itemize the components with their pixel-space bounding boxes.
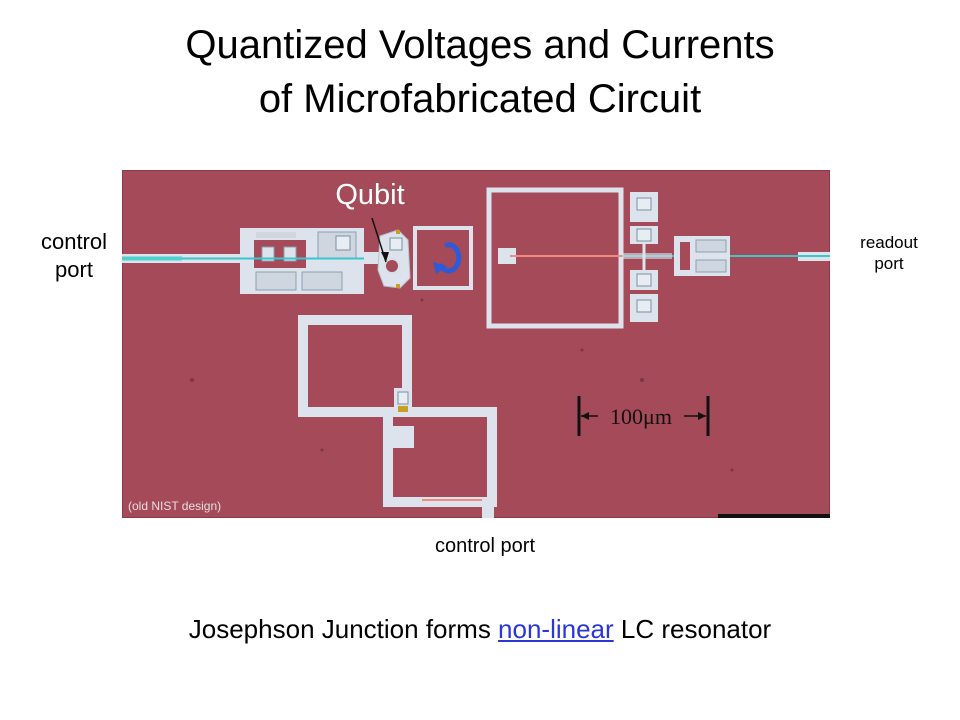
qubit-pointer-arrowhead xyxy=(381,252,389,262)
readout-port-line-2: port xyxy=(874,254,904,274)
control-port-left-line-1: control xyxy=(40,229,108,254)
bias-loop xyxy=(298,315,497,518)
slide-caption: Josephson Junction forms non-linear LC r… xyxy=(0,614,960,645)
qubit-cell xyxy=(364,229,411,289)
readout-port-line-1: readout xyxy=(860,233,918,252)
caption-suffix: LC resonator xyxy=(613,614,772,644)
design-note: (old NIST design) xyxy=(128,499,221,513)
title-line-1: Quantized Voltages and Currents xyxy=(185,23,775,67)
qubit-label: Qubit xyxy=(335,179,404,211)
scale-bar-label: 100μm xyxy=(610,404,672,429)
flux-loop xyxy=(413,226,473,290)
control-port-left-label: control port xyxy=(28,228,120,283)
title-line-2: of Microfabricated Circuit xyxy=(258,77,702,121)
scale-bar: 100μm xyxy=(577,396,710,436)
chip-edge-mark xyxy=(718,514,830,518)
readout-port-label: readout port xyxy=(838,232,940,275)
control-port-left-line-2: port xyxy=(55,256,93,282)
left-feedline xyxy=(122,254,242,263)
qubit-annotation: Qubit xyxy=(335,179,405,263)
slide-title: Quantized Voltages and Currents of Micro… xyxy=(0,18,960,126)
chip-micrograph: 100μm Qubit (old NIST design) xyxy=(122,170,830,518)
circuit-drawing: 100μm Qubit (old NIST design) xyxy=(122,170,830,518)
substrate xyxy=(122,170,830,518)
non-linear-link[interactable]: non-linear xyxy=(498,614,614,644)
left-filter-block xyxy=(240,228,372,294)
specks xyxy=(190,298,734,472)
caption-prefix: Josephson Junction forms xyxy=(188,614,499,644)
control-port-bottom-label: control port xyxy=(434,535,536,557)
readout-filter-block xyxy=(630,192,830,322)
